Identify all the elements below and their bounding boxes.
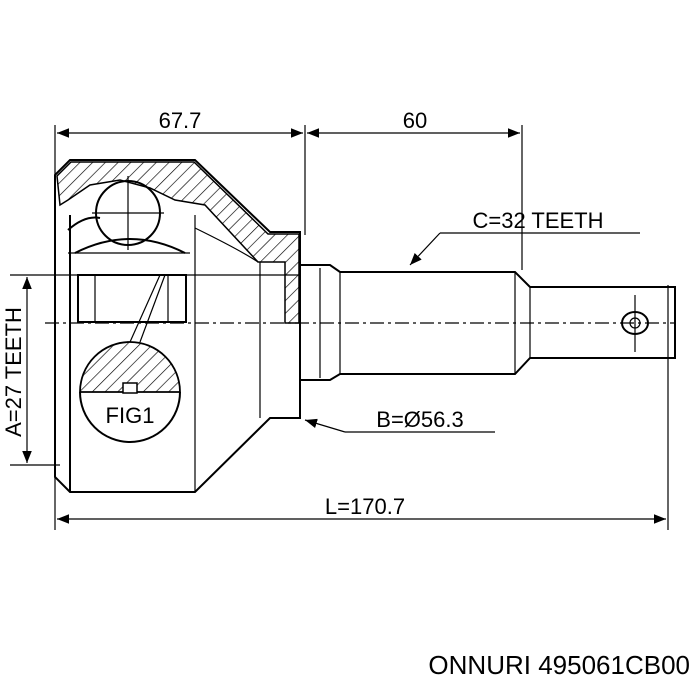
ball-upper [92, 176, 164, 250]
fig1-section: FIG1 [79, 274, 181, 443]
housing-length-label: 67.7 [159, 108, 202, 133]
total-length-label: L=170.7 [325, 494, 405, 519]
leader-lines [304, 232, 640, 433]
fig1-label: FIG1 [106, 403, 155, 428]
part-caption: ONNURI 495061CB00 [428, 650, 690, 680]
housing [54, 159, 301, 493]
inner-teeth-label: A=27 TEETH [1, 307, 26, 437]
dimension-arrows [22, 128, 666, 524]
abs-diameter-label: B=Ø56.3 [376, 407, 463, 432]
stub-shaft [300, 264, 676, 381]
outer-teeth-label: C=32 TEETH [472, 208, 603, 233]
shaft-length-label: 60 [403, 108, 427, 133]
extension-lines [10, 125, 669, 530]
